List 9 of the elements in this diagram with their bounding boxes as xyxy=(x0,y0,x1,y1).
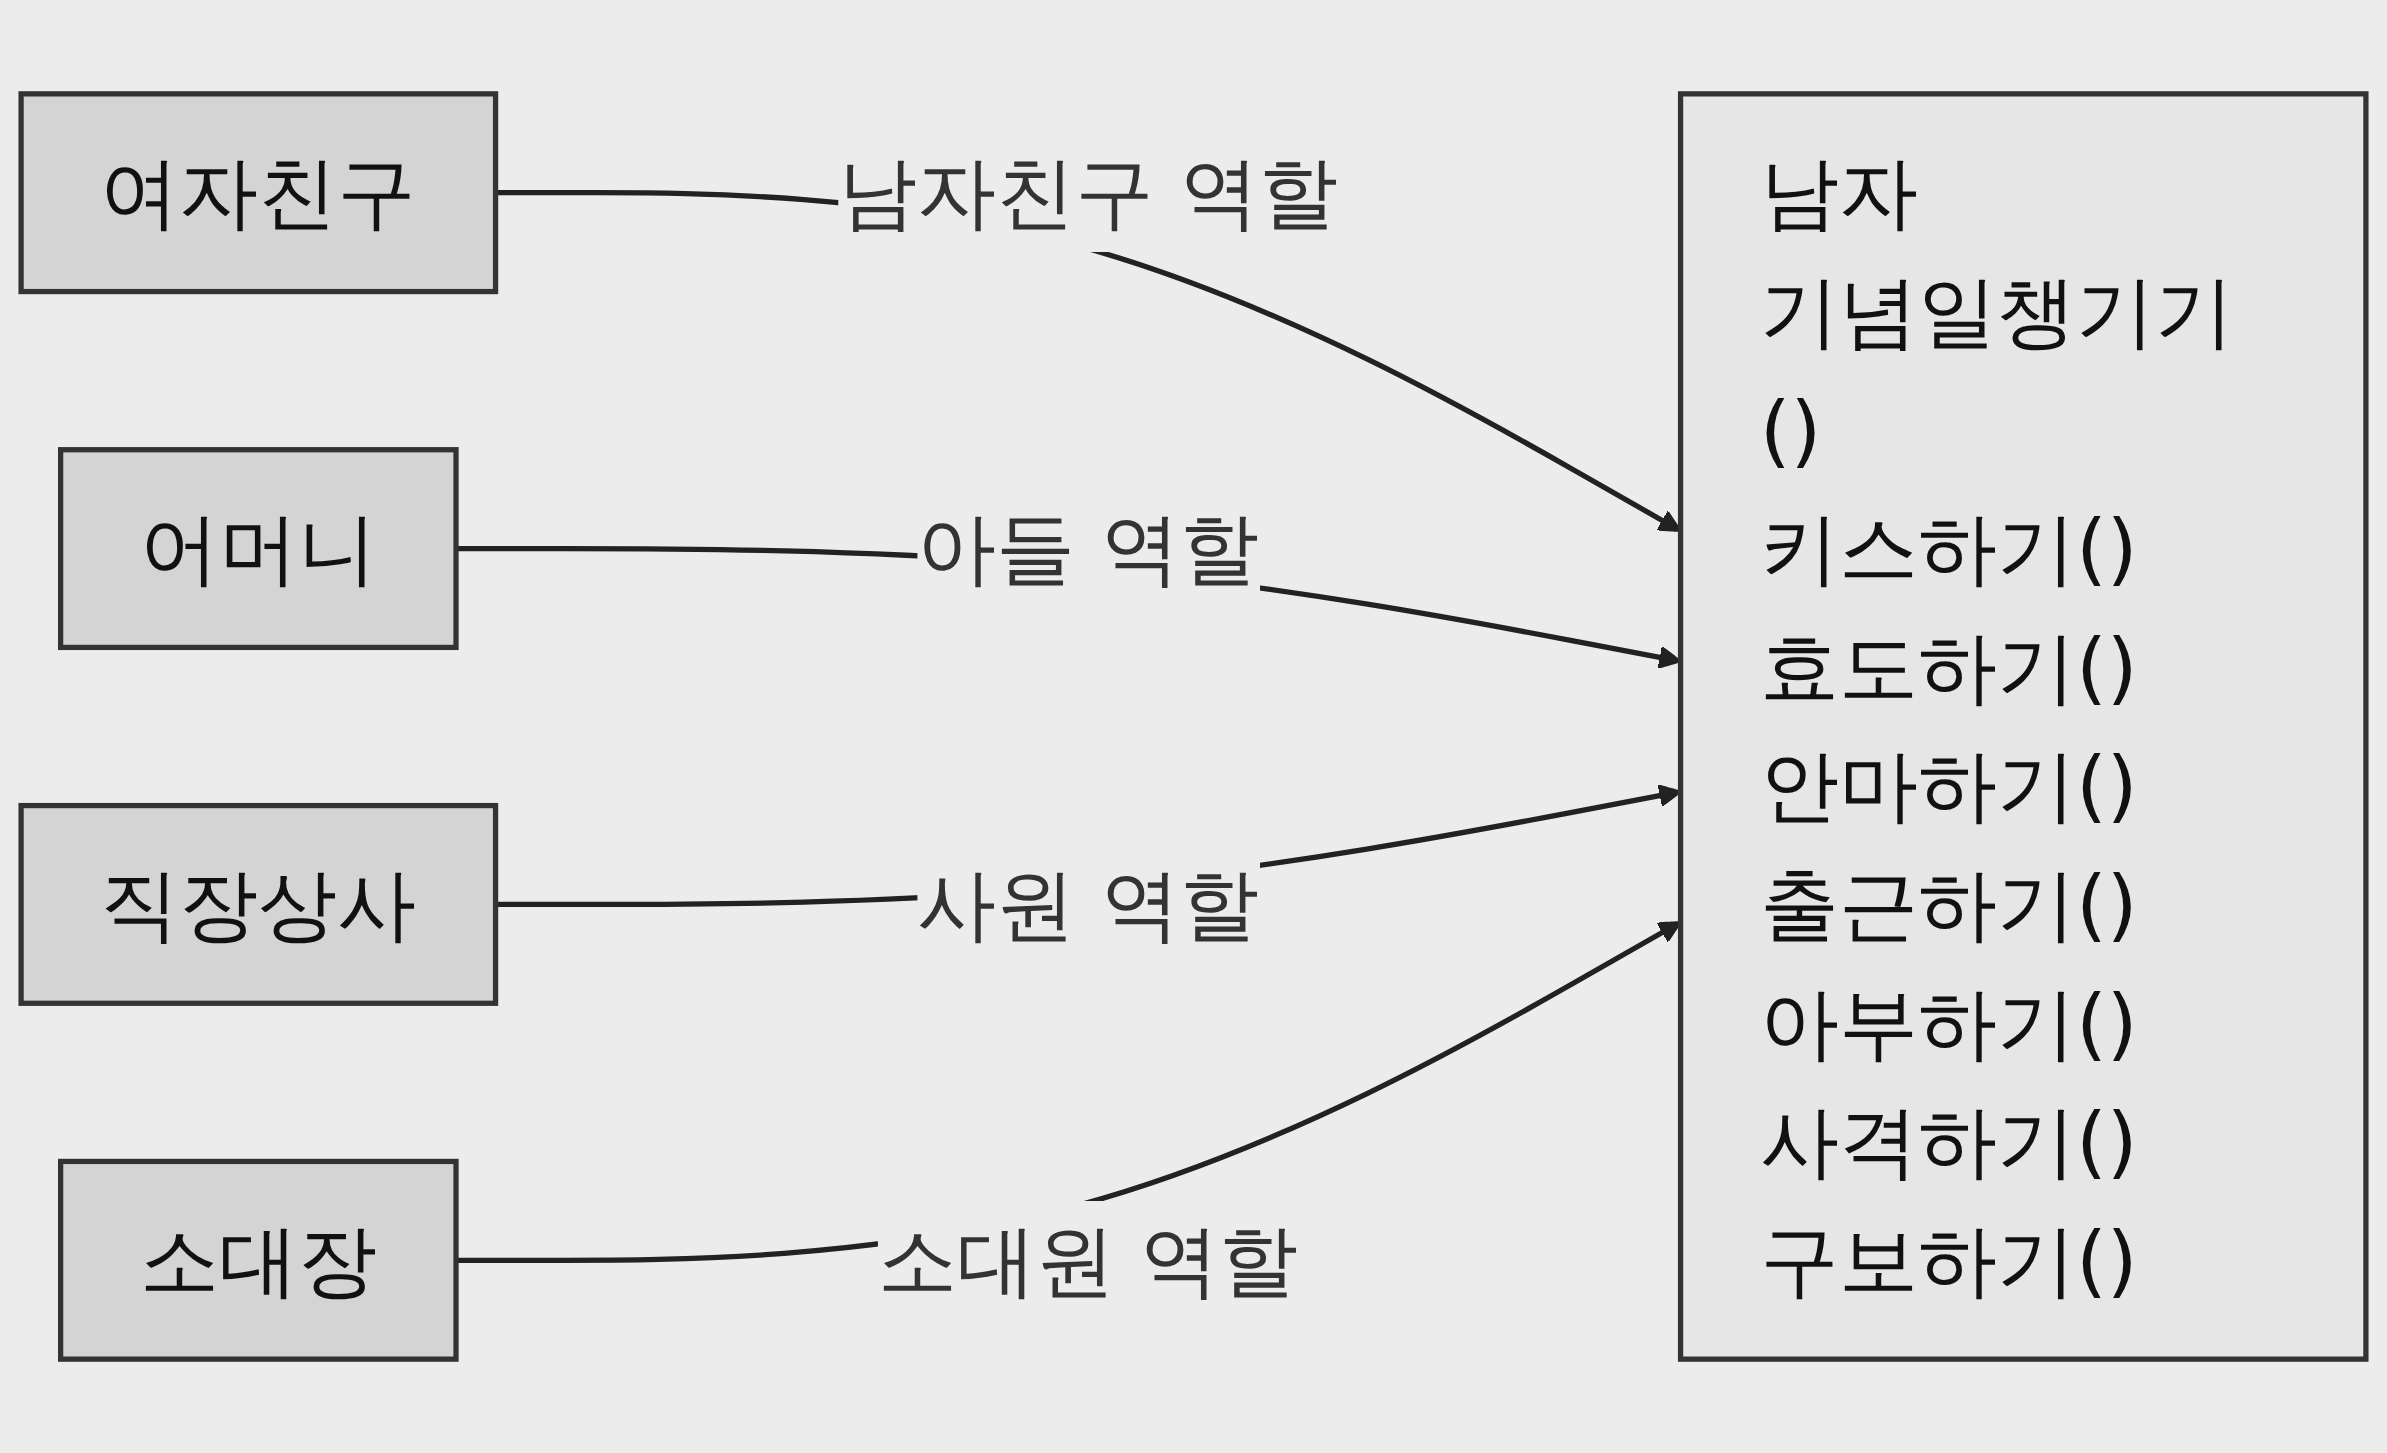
edge-label: 사원 역할 xyxy=(917,858,1259,951)
edge-label: 소대원 역할 xyxy=(877,1214,1299,1307)
edge-label: 아들 역할 xyxy=(917,502,1259,595)
node-box: 남자 기념일챙기기() 키스하기() 효도하기() 안마하기() 출근하기() 아부하기() 사격하기() 구보하기() xyxy=(1677,91,2369,1362)
node-box: 여자친구 xyxy=(18,91,499,295)
node-box: 직장상사 xyxy=(18,802,499,1006)
edge-label: 남자친구 역할 xyxy=(838,146,1338,239)
node-box: 어머니 xyxy=(58,447,459,651)
node-box: 소대장 xyxy=(58,1158,459,1362)
